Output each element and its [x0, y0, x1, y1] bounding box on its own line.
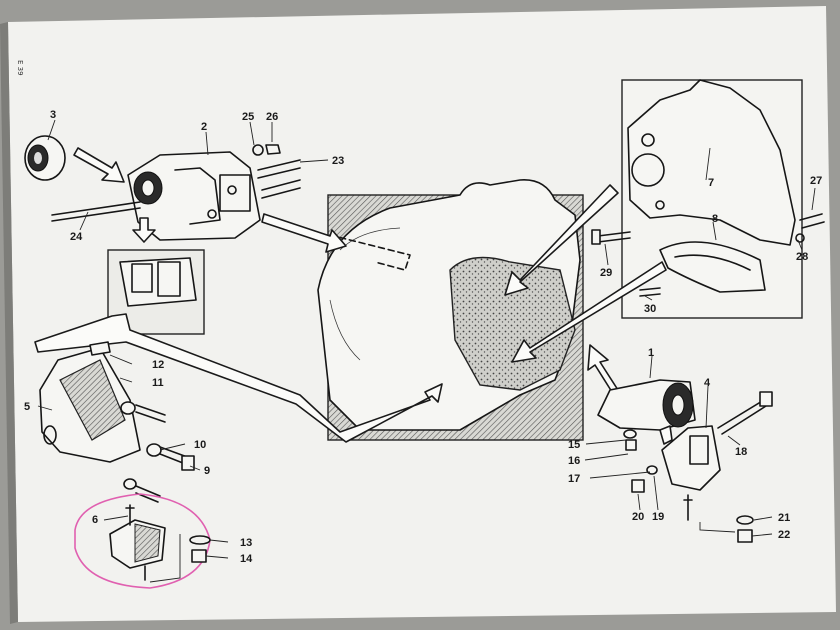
bush-part-3 [24, 135, 66, 181]
side-mount-assembly [597, 379, 773, 543]
callout-1: 1 [648, 347, 654, 359]
bolt-29 [597, 231, 631, 243]
callout-28: 28 [796, 251, 808, 263]
side-mark: E 39 [16, 60, 24, 76]
gearbox-block [317, 179, 584, 441]
arrow-plate-to-gearbox [504, 184, 619, 296]
engine-plate-group [621, 79, 803, 319]
callout-26: 26 [266, 111, 278, 123]
arrow-cover-to-gearbox [511, 261, 667, 363]
callout-20: 20 [632, 511, 644, 523]
callout-27: 27 [810, 175, 822, 187]
callout-24: 24 [70, 231, 83, 243]
bolt-27 [799, 213, 825, 229]
callout-2: 2 [201, 121, 207, 133]
callout-21: 21 [778, 512, 790, 524]
callout-17: 17 [568, 473, 580, 485]
callout-12: 12 [152, 359, 164, 371]
callout-5: 5 [24, 401, 30, 413]
callout-11: 11 [152, 377, 164, 389]
front-mount-bracket [39, 341, 195, 503]
callout-13: 13 [240, 537, 252, 549]
callout-6: 6 [92, 514, 98, 526]
callout-16: 16 [568, 455, 580, 467]
callout-23: 23 [332, 155, 344, 167]
callout-9: 9 [204, 465, 210, 477]
rear-mount-assembly [24, 135, 301, 243]
callout-3: 3 [50, 109, 56, 121]
highlighted-mount-part [74, 493, 211, 589]
callout-15: 15 [568, 439, 580, 451]
callout-25: 25 [242, 111, 254, 123]
callout-10: 10 [194, 439, 206, 451]
bolt-30 [639, 287, 661, 297]
callout-8: 8 [712, 213, 718, 225]
callout-22: 22 [778, 529, 790, 541]
callout-19: 19 [652, 511, 664, 523]
callout-29: 29 [600, 267, 612, 279]
callout-18: 18 [735, 446, 747, 458]
callout-4: 4 [704, 377, 711, 389]
leader-lines [37, 119, 816, 559]
arrow-bracket-route [34, 313, 443, 443]
callout-30: 30 [644, 303, 656, 315]
callout-14: 14 [240, 553, 253, 565]
paper-shadow [0, 22, 18, 624]
callout-7: 7 [708, 177, 714, 189]
arrow-mount-to-gearbox [587, 344, 619, 393]
